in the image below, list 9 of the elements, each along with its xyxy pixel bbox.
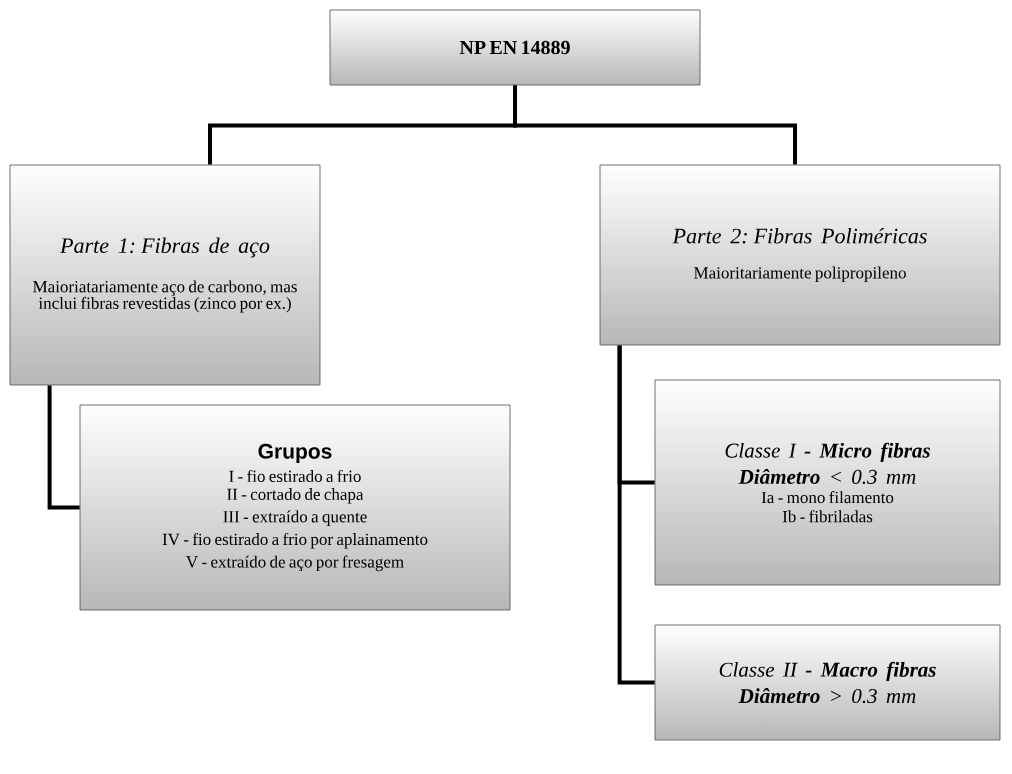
connector-line [513, 85, 797, 165]
title-box: NP EN 14889 [329, 9, 701, 86]
list-box: Grupos I - fio estirado a frio II - cortado de chapa III - extraído a quente IV - fio estirado a frio por aplainamento V - extraído de aço por fresagem [79, 404, 511, 611]
category-box: Parte 1: Fibras de aço Maioriatariamente aço de carbono, mas inclui fibras revestidas (zinco por ex.) [9, 164, 321, 386]
class-box: Classe I - Micro fibras Diâmetro < 0.3 mm Ia - mono filamento Ib - fibriladas [654, 379, 1001, 586]
connector-line [47, 385, 80, 510]
connector-line [617, 345, 655, 685]
category-box: Parte 2: Fibras Poliméricas Maioritariamente polipropileno [599, 164, 1001, 346]
class-box: Classe II - Macro fibras Diâmetro > 0.3 mm [654, 624, 1001, 741]
